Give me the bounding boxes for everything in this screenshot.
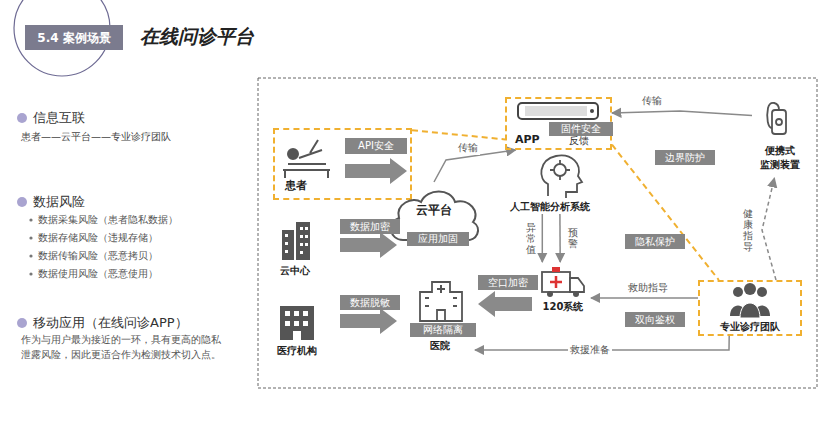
node-text: 边界防护 <box>655 150 715 165</box>
security-tag: 网络隔离 <box>410 323 476 337</box>
side-text: 数据传输风险（恶意拷贝） <box>38 249 158 263</box>
edge-label: 救助指导 <box>626 281 670 295</box>
phone-icon <box>518 103 598 119</box>
node-text: 120系统 <box>535 300 591 314</box>
security-tag: 数据加密 <box>340 219 400 234</box>
node-text: 云平台 <box>385 202 483 219</box>
node-text: 隐私保护 <box>625 234 685 249</box>
security-tag: 固件安全 <box>549 122 613 136</box>
monitor-device-icon <box>767 103 786 134</box>
side-text: 患者——云平台——专业诊疗团队 <box>21 130 171 144</box>
connector <box>412 130 505 139</box>
security-tag: 应用加固 <box>407 232 469 246</box>
diagram-frame <box>258 78 817 388</box>
slide-title: 在线问诊平台 <box>140 24 254 50</box>
node-text: 应用加固 <box>407 232 469 246</box>
node-text: API安全 <box>345 138 407 153</box>
institution-icon <box>280 306 314 340</box>
edge-label: 传输 <box>640 94 664 108</box>
edge-label: 异常值 <box>525 220 537 257</box>
node-text: 医疗机构 <box>264 344 330 358</box>
node-text: 空口加密 <box>478 275 538 290</box>
side-text: 数据风险 <box>33 193 85 211</box>
ambulance-icon <box>542 267 584 297</box>
medical-institution: 医疗机构 <box>264 302 330 357</box>
app-box: APP 反馈固件安全 <box>505 97 612 150</box>
node-text: 5.4 案例场景 <box>25 30 123 47</box>
node-text: 患者 <box>285 178 307 193</box>
edge-label: 救援准备 <box>568 343 612 357</box>
side-text: 数据使用风险（恶意使用） <box>38 267 158 281</box>
list-dots <box>29 218 32 275</box>
security-tag: API安全 <box>345 138 407 154</box>
hospital: 医院网络隔离 <box>405 278 475 356</box>
patient-box: 患者 API安全 <box>273 128 412 200</box>
edge-label: 健康指导 <box>742 206 754 254</box>
edge-label: 传输 <box>456 141 480 155</box>
node-text: 医院 <box>405 339 475 353</box>
connector <box>559 214 561 262</box>
node-text: 云中心 <box>266 264 324 278</box>
bullets <box>17 113 27 328</box>
side-text: 移动应用（在线问诊APP） <box>33 314 188 332</box>
cloud-center: 云中心 <box>266 222 324 277</box>
connector <box>591 297 698 299</box>
node-text: 反馈 <box>569 134 589 148</box>
care-team-box: 专业诊疗团队 <box>698 280 802 336</box>
connector <box>762 178 776 280</box>
security-tag: 隐私保护 <box>625 234 685 249</box>
node-text: 便携式 监测装置 <box>756 144 804 171</box>
emergency-120: 120系统 <box>535 262 591 314</box>
node-text: 网络隔离 <box>410 323 476 337</box>
section-tab: 5.4 案例场景 <box>25 25 123 50</box>
hospital-icon <box>420 282 462 321</box>
team-icon <box>730 283 770 318</box>
security-tag: 数据脱敏 <box>340 295 400 310</box>
node-text: 人工智能分析系统 <box>495 200 605 214</box>
connector <box>612 145 719 280</box>
cloud-center-icon <box>282 222 310 260</box>
side-text: 信息互联 <box>33 109 85 127</box>
security-tag: 空口加密 <box>478 275 538 290</box>
node-text: 数据脱敏 <box>340 295 400 310</box>
cloud-platform: 云平台应用加固 <box>385 182 483 252</box>
security-tag: 双向鉴权 <box>625 312 685 327</box>
connector <box>612 111 752 116</box>
side-text: 数据采集风险（患者隐私数据） <box>38 213 178 227</box>
block-arrows <box>340 158 532 334</box>
node-text: 数据加密 <box>340 219 400 234</box>
node-text: 双向鉴权 <box>625 312 685 327</box>
node-text: 专业诊疗团队 <box>700 320 800 334</box>
patient-icon <box>283 140 330 178</box>
security-tag: 边界防护 <box>655 150 715 165</box>
side-text: 数据存储风险（违规存储） <box>38 231 158 245</box>
ai-system: 人工智能分析系统 <box>495 152 605 214</box>
ai-head-icon <box>541 156 582 198</box>
node-text: APP <box>515 133 540 146</box>
edge-label: 预警 <box>567 225 579 251</box>
connector <box>542 214 544 262</box>
side-text: 作为与用户最为接近的一环，具有更高的隐私泄露风险，因此更适合作为检测技术切入点。 <box>21 333 226 362</box>
node-text: 固件安全 <box>549 122 613 136</box>
monitor-device: 便携式 监测装置 <box>752 100 808 178</box>
